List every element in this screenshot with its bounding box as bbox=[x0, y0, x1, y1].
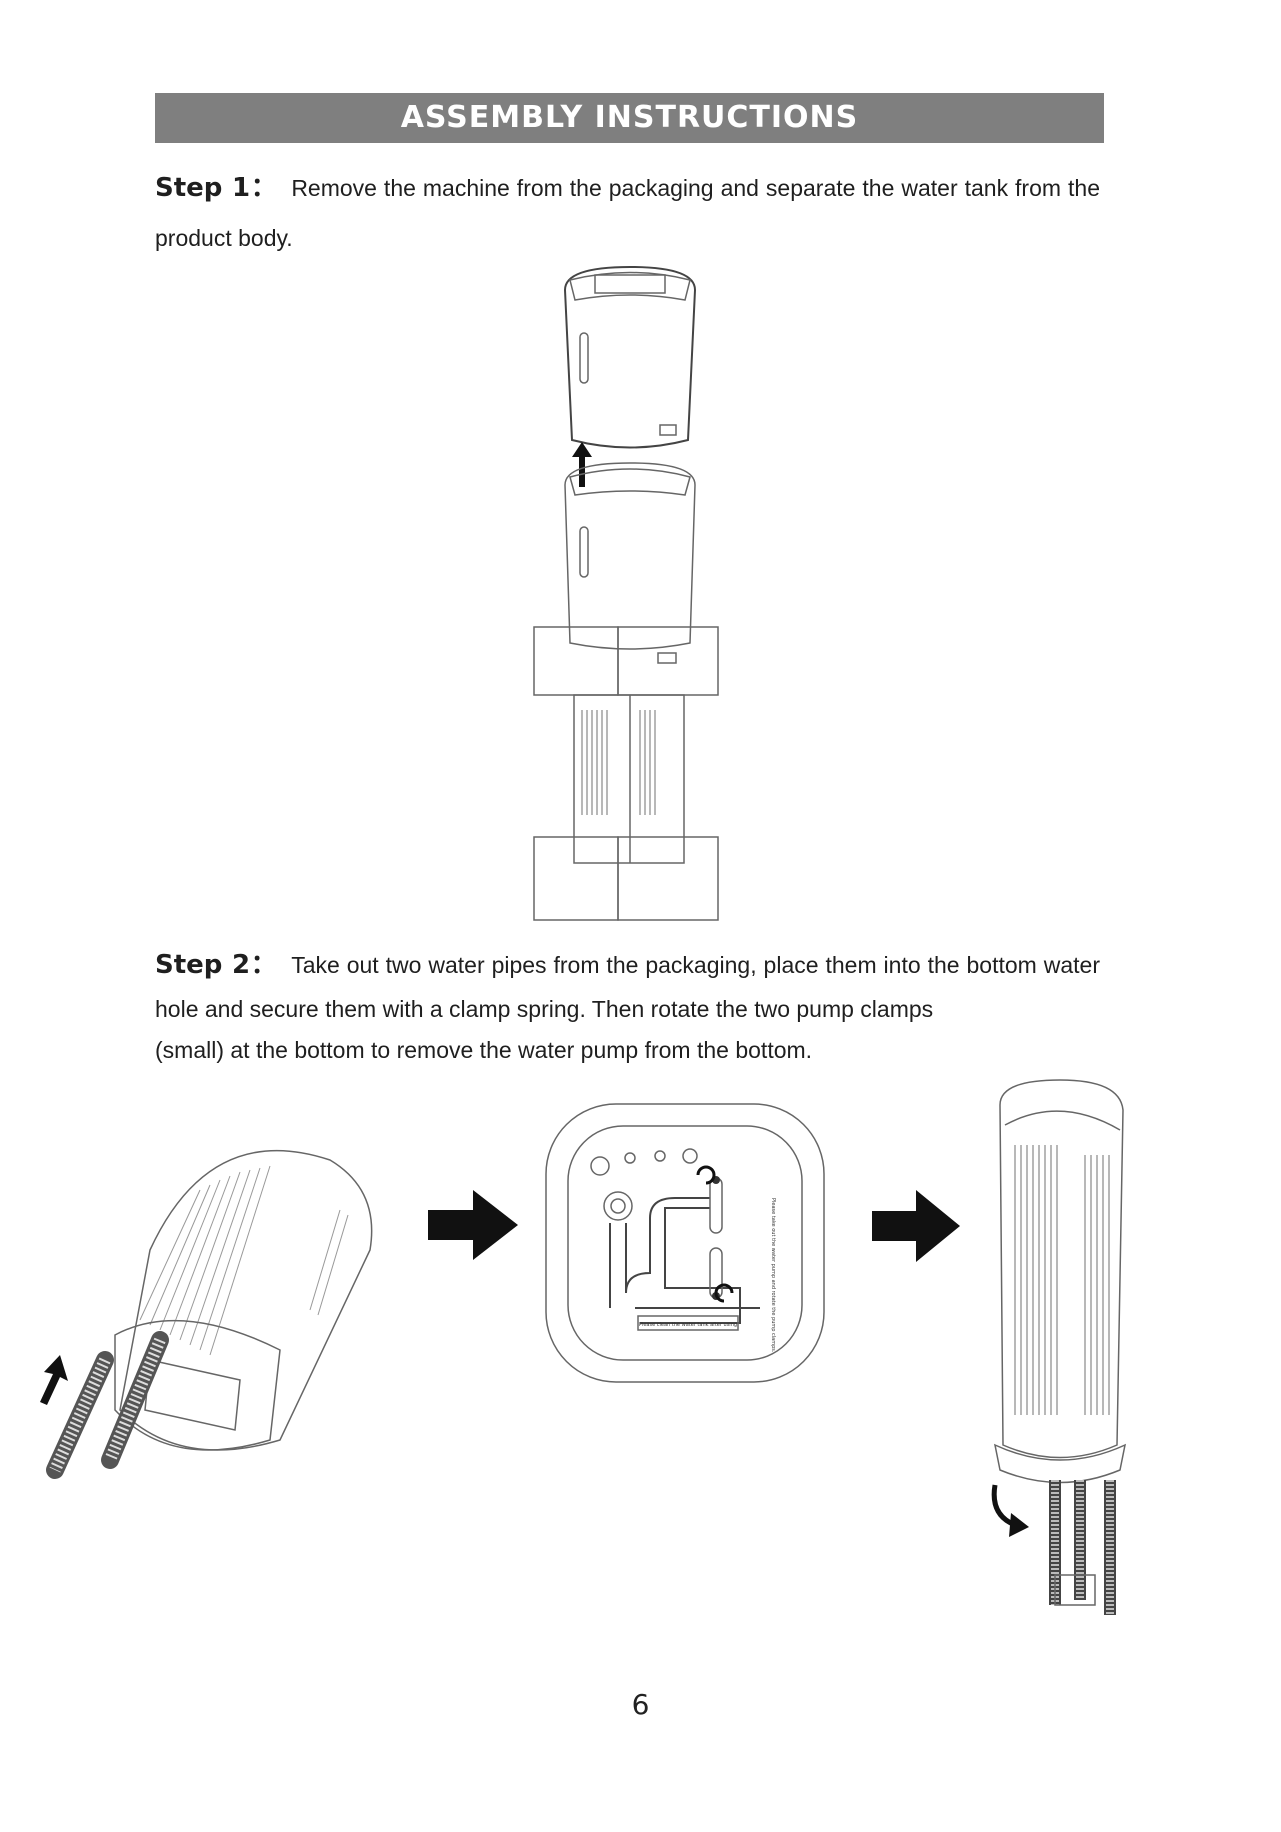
step-1-paragraph: Step 1：Remove the machine from the packa… bbox=[155, 163, 1100, 263]
base-bottom-label: Please clean the water tank after using bbox=[639, 1322, 737, 1328]
rotate-arrow-icon bbox=[696, 1165, 716, 1185]
base-side-label: Please take out the water pump and rotat… bbox=[770, 1198, 776, 1353]
water-tank-illustration bbox=[563, 265, 697, 449]
pipes-and-pump-illustration bbox=[1049, 1480, 1116, 1615]
up-arrow-icon bbox=[40, 1355, 68, 1405]
right-arrow-icon bbox=[872, 1190, 960, 1262]
figure-remove-pump bbox=[991, 1079, 1127, 1615]
step-2-label: Step 2： bbox=[155, 950, 278, 980]
step-1-text: Remove the machine from the packaging an… bbox=[155, 175, 1100, 251]
product-body-illustration bbox=[533, 462, 719, 921]
water-pipes-illustration bbox=[46, 1331, 169, 1479]
step-2-text-line1: Take out two water pipes from the packag… bbox=[155, 952, 1100, 1022]
upright-tower-illustration bbox=[993, 1079, 1127, 1484]
figure-tank-removal bbox=[533, 265, 719, 921]
step-2-paragraph: Step 2：Take out two water pipes from the… bbox=[155, 943, 1100, 1069]
right-arrow-icon bbox=[428, 1190, 518, 1260]
step-2-text-line2: (small) at the bottom to remove the wate… bbox=[155, 1037, 813, 1063]
step-1-label: Step 1： bbox=[155, 173, 278, 203]
page-number: 6 bbox=[631, 1688, 650, 1721]
figure-insert-pipes bbox=[40, 1149, 373, 1479]
up-arrow-icon bbox=[572, 442, 592, 487]
figure-base-top-view: Please clean the water tank after using … bbox=[545, 1103, 825, 1383]
section-title-banner: ASSEMBLY INSTRUCTIONS bbox=[155, 93, 1104, 143]
tilted-tower-illustration bbox=[114, 1149, 373, 1451]
rotate-arrow-icon bbox=[714, 1283, 734, 1303]
rotate-arrow-icon bbox=[991, 1484, 1029, 1537]
